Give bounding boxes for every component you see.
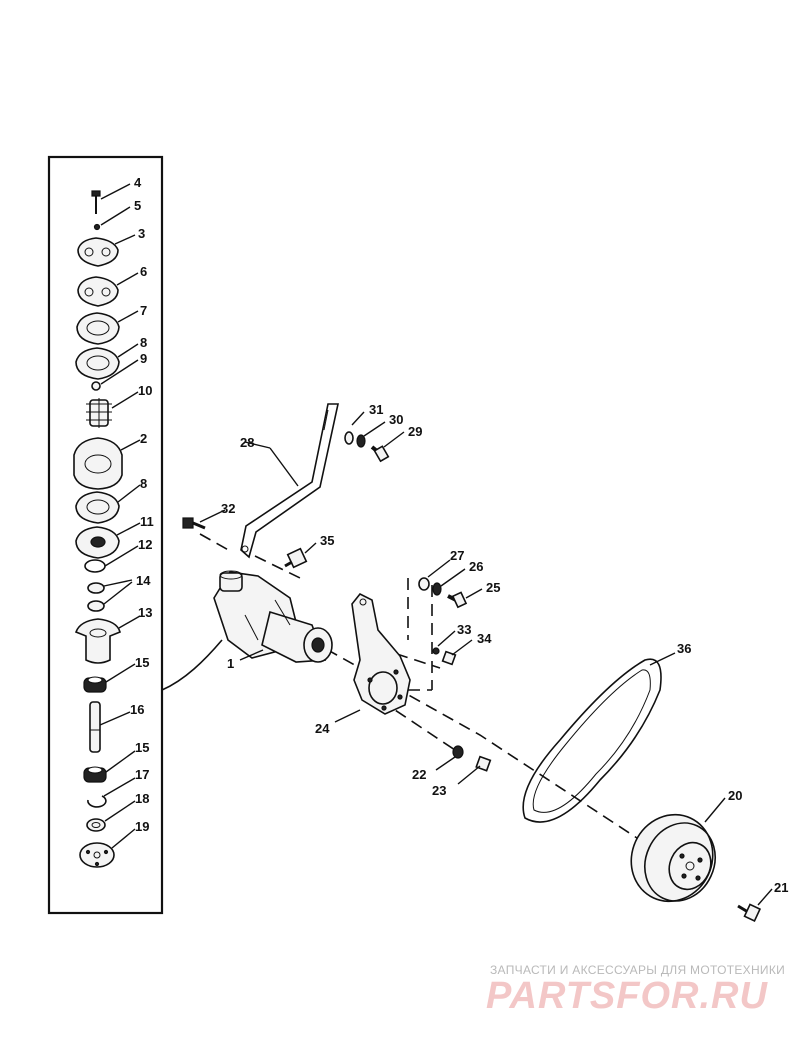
callout-25: 25: [486, 580, 500, 595]
callout-28: 28: [240, 435, 254, 450]
callout-34: 34: [477, 631, 492, 646]
part-29-bolt: [370, 445, 390, 463]
part-22-lockwasher: [452, 745, 464, 759]
callout-5: 5: [134, 198, 141, 213]
callout-18: 18: [135, 791, 149, 806]
part-26-lockwasher: [432, 582, 442, 596]
callout-14: 14: [136, 573, 151, 588]
callout-6: 6: [140, 264, 147, 279]
mounting-centerline-e: [379, 699, 456, 751]
watermark-caption: ЗАПЧАСТИ И АКСЕССУАРЫ ДЛЯ МОТОТЕХНИКИ: [490, 963, 786, 977]
callout-27: 27: [450, 548, 464, 563]
callout-1: 1: [227, 656, 234, 671]
part-15-bearing-upper: [83, 676, 107, 693]
part-5-washer: [93, 223, 101, 231]
part-31-washer: [344, 431, 354, 445]
callout-19: 19: [135, 819, 149, 834]
part-1-pump-assembly: [213, 570, 333, 663]
callout-31: 31: [369, 402, 383, 417]
part-15-bearing-lower: [83, 766, 107, 783]
callout-13: 13: [138, 605, 152, 620]
part-9-key: [91, 381, 101, 391]
callout-9: 9: [140, 351, 147, 366]
callout-11: 11: [140, 514, 154, 529]
callout-26: 26: [469, 559, 483, 574]
part-35-fitting: [284, 547, 308, 569]
part-2-housing: [73, 437, 123, 490]
part-14-seals: [87, 582, 105, 612]
callout-7: 7: [140, 303, 147, 318]
callout-24: 24: [315, 721, 330, 736]
main-leader-lines: [199, 411, 773, 906]
callout-8b: 8: [140, 476, 147, 491]
part-6-gasket: [77, 276, 119, 307]
part-28-adjusting-bracket: [240, 403, 339, 559]
part-4-screw: [91, 190, 101, 214]
part-21-bolt: [737, 903, 762, 922]
callout-32: 32: [221, 501, 235, 516]
part-32-bolt: [182, 517, 206, 530]
part-20-pulley: [630, 813, 716, 903]
part-16-shaft: [89, 701, 101, 753]
part-23-nut: [475, 755, 492, 772]
part-24-mounting-bracket: [351, 592, 411, 715]
mounting-centerline-a: [199, 533, 233, 553]
callout-3: 3: [138, 226, 145, 241]
part-8-gasket-upper: [75, 347, 120, 380]
callout-29: 29: [408, 424, 422, 439]
callout-21: 21: [774, 880, 788, 895]
callout-36: 36: [677, 641, 691, 656]
part-25-bolt: [447, 591, 468, 609]
part-11-plate: [75, 526, 120, 559]
callout-17: 17: [135, 767, 149, 782]
inset-frame: [47, 155, 164, 915]
callout-15b: 15: [135, 740, 149, 755]
part-8-gasket-lower: [75, 491, 120, 524]
callout-2: 2: [140, 431, 147, 446]
callout-4: 4: [134, 175, 142, 190]
part-10-impeller: [86, 398, 112, 428]
part-19-flange: [79, 842, 115, 868]
callout-33: 33: [457, 622, 471, 637]
part-30-lockwasher: [356, 434, 366, 448]
part-13-bearing-housing: [74, 618, 121, 664]
callout-16: 16: [130, 702, 144, 717]
callout-12: 12: [138, 537, 152, 552]
callout-23: 23: [432, 783, 446, 798]
part-17-snap-ring: [87, 795, 107, 808]
callout-labels: 4 5 3 6 7 8 9 10 2 8 11 12 14 13 15 16 1…: [130, 175, 788, 895]
callout-10: 10: [138, 383, 152, 398]
callout-30: 30: [389, 412, 403, 427]
inset-leader-lines: [99, 183, 141, 849]
part-18-washer: [86, 818, 106, 832]
mounting-bracket-guide: [407, 578, 433, 691]
part-3-plate: [77, 237, 119, 267]
watermark-logo: PARTSFOR.RU: [486, 975, 768, 1017]
callout-22: 22: [412, 767, 426, 782]
part-27-washer: [418, 577, 430, 591]
part-33-washer: [432, 647, 440, 655]
callout-8a: 8: [140, 335, 147, 350]
part-36-belt: [522, 658, 662, 823]
callout-20: 20: [728, 788, 742, 803]
part-12-o-ring: [84, 559, 106, 573]
part-7-plate: [76, 312, 120, 345]
callout-35: 35: [320, 533, 334, 548]
inset-connector-line: [161, 639, 223, 691]
callout-15a: 15: [135, 655, 149, 670]
mounting-centerline-b: [254, 555, 301, 579]
